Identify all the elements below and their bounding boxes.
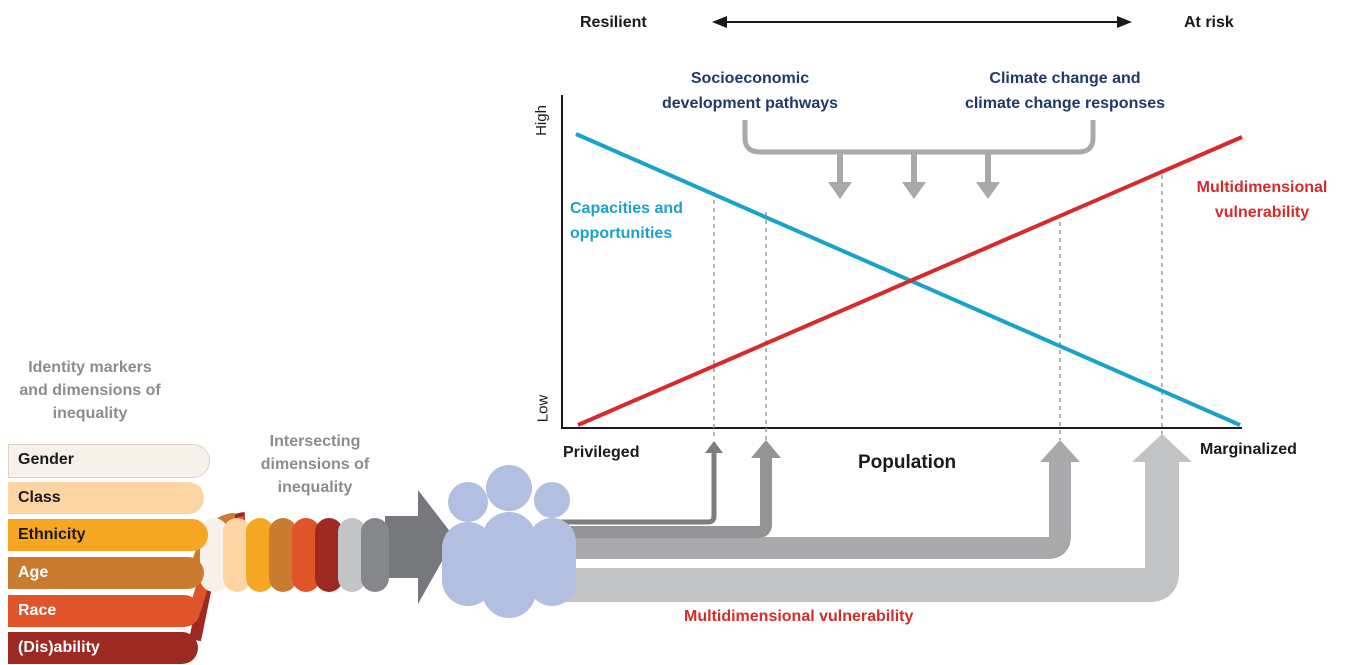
capacities-line-1: Capacities and xyxy=(570,200,683,217)
people-icon xyxy=(442,465,576,618)
vulnerability-line-2: vulnerability xyxy=(1214,204,1310,221)
marginalized-label: Marginalized xyxy=(1200,441,1297,458)
resilient-label: Resilient xyxy=(580,14,647,31)
intersecting-line-2: dimensions of xyxy=(260,456,370,473)
class-label: Class xyxy=(18,489,61,506)
age-label: Age xyxy=(18,564,49,581)
race-tag xyxy=(8,595,200,627)
intersecting-title: Intersecting dimensions of inequality xyxy=(250,430,380,499)
vulnerability-line-1: Multidimensional xyxy=(1196,179,1328,196)
bottom-vulnerability-label: Multidimensional vulnerability xyxy=(684,608,914,625)
intersecting-strands xyxy=(188,512,389,642)
intersecting-line-3: inequality xyxy=(277,479,353,496)
disability-label: (Dis)ability xyxy=(18,639,100,656)
race-label: Race xyxy=(18,602,57,619)
identity-title-line-2: and dimensions of xyxy=(19,382,161,399)
guide-lines xyxy=(713,175,1163,440)
vulnerability-label: Multidimensional vulnerability xyxy=(1172,175,1352,225)
identity-title: Identity markers and dimensions of inequ… xyxy=(2,356,178,425)
intersecting-line-1: Intersecting xyxy=(269,433,361,450)
bracket-icon xyxy=(742,120,1096,155)
climate-label: Climate change and climate change respon… xyxy=(950,66,1180,116)
down-arrow-icon xyxy=(828,152,1000,199)
socioeconomic-line-1: Socioeconomic xyxy=(690,70,810,87)
capacities-line-2: opportunities xyxy=(570,225,673,242)
double-headed-arrow-icon xyxy=(712,16,1132,28)
capacities-label: Capacities and opportunities xyxy=(570,196,683,246)
at-risk-label: At risk xyxy=(1184,14,1234,31)
identity-title-line-3: inequality xyxy=(52,405,128,422)
vulnerability-line xyxy=(577,135,1243,427)
y-high-label: High xyxy=(532,105,550,136)
gender-label: Gender xyxy=(18,451,75,468)
up-arrow-icon xyxy=(545,434,1192,602)
disability-tag xyxy=(8,632,198,664)
climate-line-2: climate change responses xyxy=(964,95,1166,112)
socioeconomic-line-2: development pathways xyxy=(661,95,839,112)
chart-axes xyxy=(561,95,1242,429)
ethnicity-tag xyxy=(8,519,208,551)
gender-tag xyxy=(8,444,210,478)
capacities-line xyxy=(575,132,1241,427)
flow-arrow xyxy=(385,490,455,604)
y-low-label: Low xyxy=(534,394,552,423)
population-label: Population xyxy=(858,452,957,473)
age-tag xyxy=(8,557,204,589)
privileged-label: Privileged xyxy=(563,444,640,461)
climate-line-1: Climate change and xyxy=(989,70,1141,87)
class-tag xyxy=(8,482,204,514)
socioeconomic-label: Socioeconomic development pathways xyxy=(650,66,850,116)
ethnicity-label: Ethnicity xyxy=(18,526,86,543)
identity-title-line-1: Identity markers xyxy=(28,359,152,376)
